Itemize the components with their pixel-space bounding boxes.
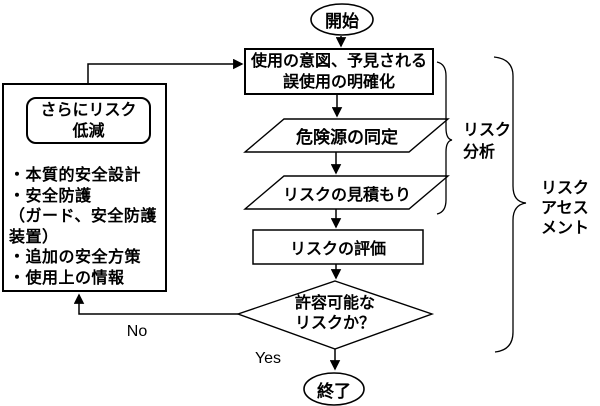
parallelogram-risk-estimation-shape <box>243 175 450 210</box>
list-item: ・追加の安全方策 <box>9 249 142 266</box>
risk-reduction-title-box <box>26 97 151 144</box>
brace-label-risk-assessment: リスク アセス メント <box>541 179 595 239</box>
brace-risk-analysis <box>436 61 453 215</box>
risk-analysis-line2: 分析 <box>463 144 496 161</box>
risk-reduction-title-line2: 低減 <box>72 122 105 140</box>
list-item: （ガード、安全防護 <box>9 208 157 225</box>
end-label: 終了 <box>317 382 351 401</box>
list-item: ・本質的安全設計 <box>9 167 142 184</box>
brace-risk-assessment <box>493 56 527 353</box>
list-item: 装置） <box>9 228 59 246</box>
risk-assessment-line3: メント <box>541 220 590 237</box>
risk-estimation-label: リスクの見積もり <box>282 186 411 204</box>
clarify-label-line1: 使用の意図、予見される <box>250 52 427 70</box>
process-clarify-shape <box>244 48 434 95</box>
edge-label-no: No <box>126 323 148 340</box>
process-risk-evaluation-shape <box>252 229 424 265</box>
start-label: 開始 <box>325 12 359 31</box>
risk-evaluation-label: リスクの評価 <box>289 241 386 258</box>
brace-label-risk-analysis: リスク 分析 <box>463 120 513 164</box>
risk-analysis-line1: リスク <box>463 122 512 139</box>
risk-assessment-line1: リスク <box>541 180 590 197</box>
decision-label-line2: リスクか？ <box>294 315 375 332</box>
decision-label: 許容可能な リスクか？ <box>240 284 430 344</box>
terminator-end-shape <box>303 372 365 406</box>
risk-reduction-title: さらにリスク 低減 <box>27 98 150 143</box>
list-item: ・使用上の情報 <box>9 269 125 287</box>
terminator-start-shape <box>310 3 374 36</box>
arrow-no-to-reduction-box <box>73 293 238 315</box>
risk-reduction-list: ・本質的安全設計 ・安全防護 （ガード、安全防護 装置） ・追加の安全方策 ・使… <box>9 166 163 289</box>
arrow-reduction-feedback-to-clarify <box>87 58 244 84</box>
decision-acceptable-risk-shape <box>235 280 435 350</box>
clarify-label-line2: 誤使用の明確化 <box>282 73 395 91</box>
clarify-label: 使用の意図、予見される 誤使用の明確化 <box>245 49 433 94</box>
list-item: ・安全防護 <box>9 187 92 205</box>
risk-assessment-line2: アセス <box>541 200 589 217</box>
risk-reduction-title-line1: さらにリスク <box>40 101 137 119</box>
decision-label-line1: 許容可能な <box>294 295 375 312</box>
hazard-identification-label: 危険源の同定 <box>296 128 398 147</box>
edge-label-yes: Yes <box>254 350 282 367</box>
parallelogram-hazard-identification-shape <box>243 118 450 153</box>
